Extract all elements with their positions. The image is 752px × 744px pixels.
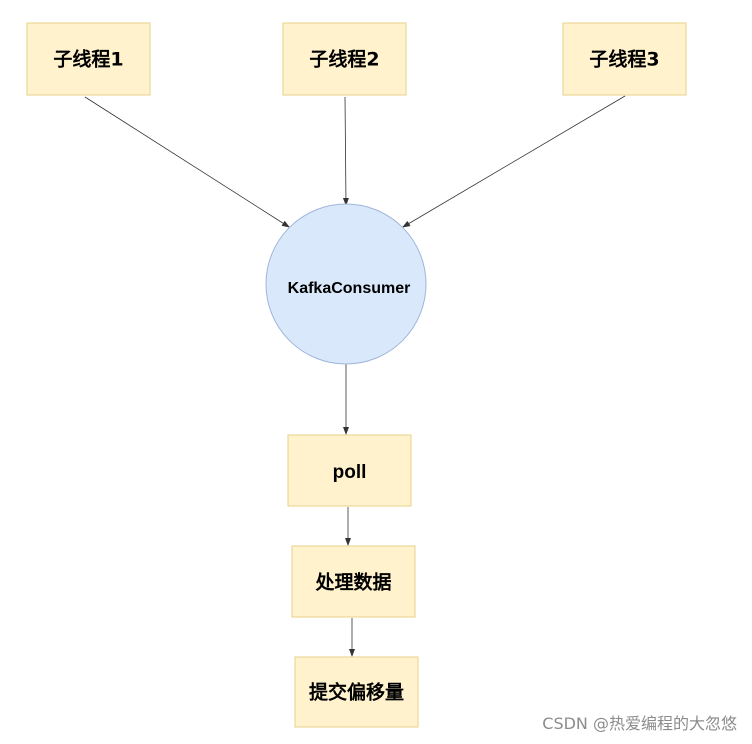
edge-thread1-to-consumer — [84, 96, 290, 228]
node-thread1-label: 子线程1 — [53, 48, 123, 71]
node-thread2: 子线程2 — [282, 22, 407, 96]
node-commit: 提交偏移量 — [294, 656, 419, 728]
node-poll: poll — [287, 434, 412, 507]
node-thread3-label: 子线程3 — [589, 48, 659, 71]
node-process-label: 处理数据 — [314, 571, 391, 594]
node-consumer: KafkaConsumer — [265, 203, 427, 365]
edge-thread2-to-consumer — [342, 96, 349, 206]
node-thread1: 子线程1 — [26, 22, 151, 96]
watermark-text: CSDN @热爱编程的大忽悠 — [542, 714, 737, 733]
node-thread2-label: 子线程2 — [309, 48, 379, 71]
node-thread3: 子线程3 — [562, 22, 687, 96]
node-consumer-label: KafkaConsumer — [288, 280, 411, 297]
node-process: 处理数据 — [291, 545, 416, 618]
node-poll-label: poll — [333, 462, 367, 483]
edge-thread3-to-consumer — [402, 95, 626, 228]
node-commit-label: 提交偏移量 — [309, 681, 404, 704]
